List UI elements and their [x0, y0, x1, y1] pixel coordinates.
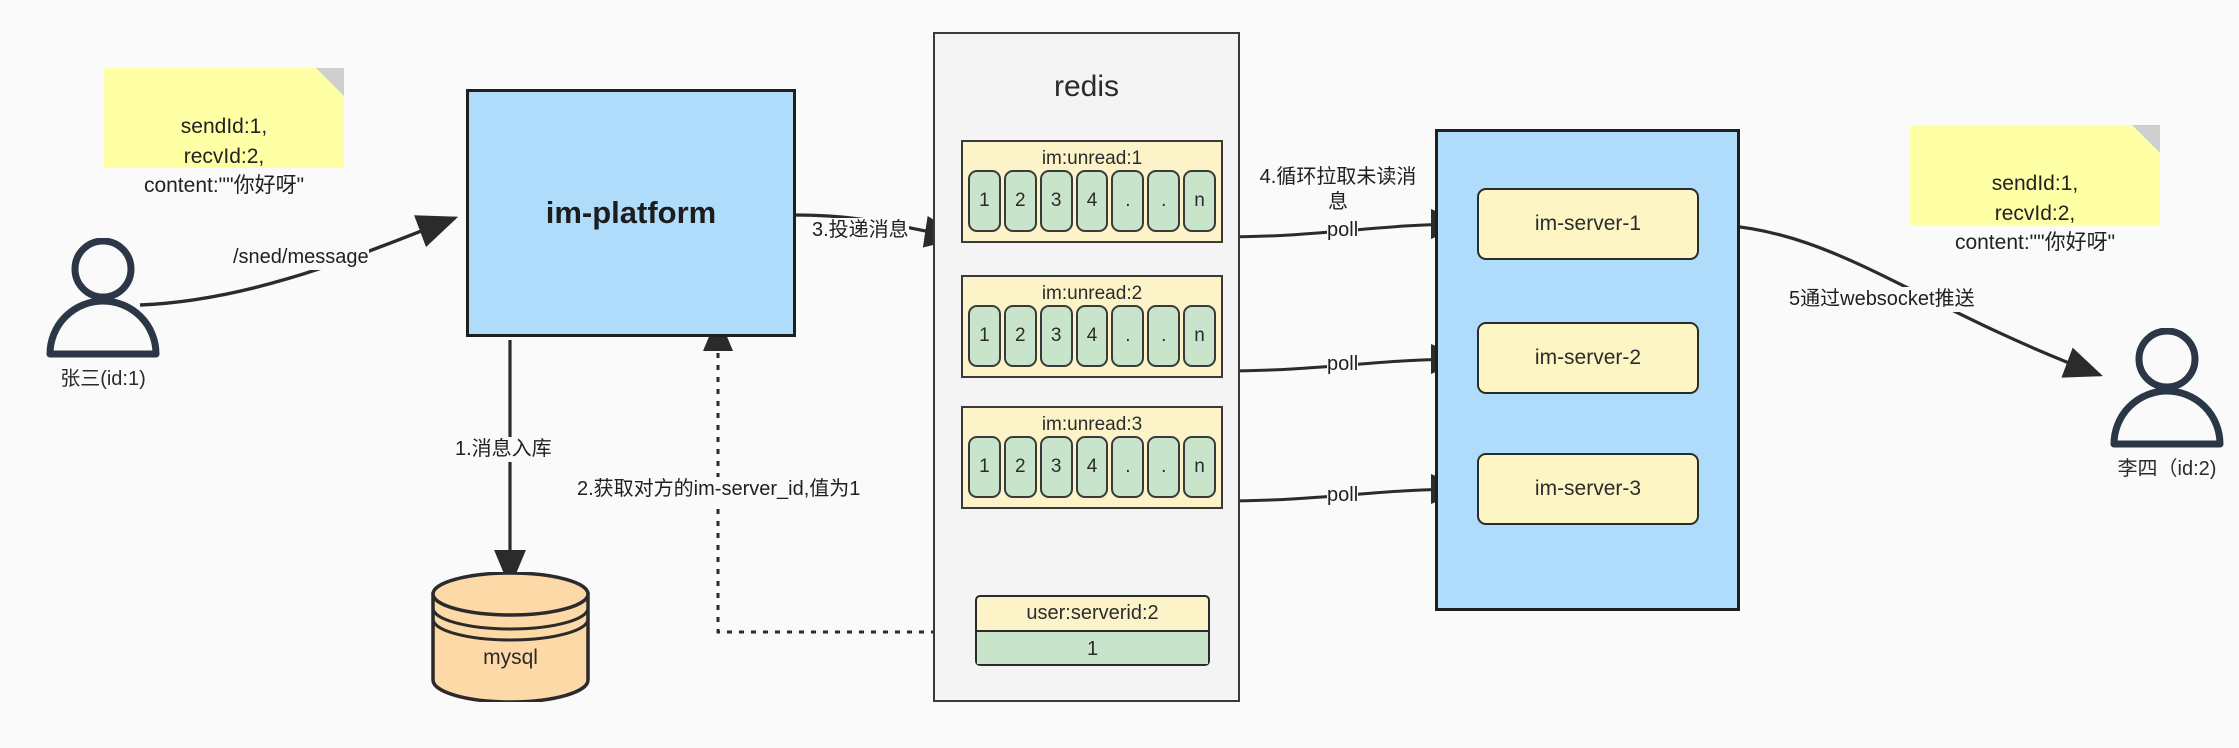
queue-cell[interactable]: 2 — [1003, 170, 1037, 232]
im-server-3-node[interactable]: im-server-3 — [1477, 453, 1699, 525]
edge-label-step1: 1.消息入库 — [455, 437, 552, 462]
mysql-label: mysql — [483, 646, 538, 669]
kv-key-label: user:serverid:2 — [1026, 602, 1159, 624]
im-platform-label: im-platform — [545, 195, 717, 230]
note-right: sendId:1, recvId:2, content:""你好呀" — [1910, 125, 2160, 254]
im-server-2-node[interactable]: im-server-2 — [1477, 322, 1699, 394]
edge-label-step5: 5通过websocket推送 — [1789, 287, 1975, 312]
note-left-text: sendId:1, recvId:2, content:""你好呀" — [143, 114, 305, 198]
queue-cell[interactable]: 1 — [968, 305, 1001, 367]
queue-cell[interactable]: n — [1183, 170, 1217, 232]
queue-cell[interactable]: 3 — [1039, 305, 1073, 367]
note-left: sendId:1, recvId:2, content:""你好呀" — [104, 68, 344, 197]
note-fold-icon — [2132, 125, 2160, 153]
queue-cell[interactable]: . — [1147, 305, 1181, 367]
mysql-database-icon[interactable]: mysql — [428, 572, 593, 702]
queue-cell[interactable]: 1 — [968, 170, 1001, 232]
queue-cell[interactable]: . — [1147, 170, 1181, 232]
queue-cell[interactable]: 2 — [1003, 436, 1037, 498]
edge-redis-to-platform-dotted — [703, 315, 960, 634]
queue-cell[interactable]: 4 — [1075, 436, 1109, 498]
queue-cell[interactable]: 3 — [1039, 170, 1073, 232]
queue-cell[interactable]: . — [1111, 305, 1145, 367]
queue-cell[interactable]: 4 — [1075, 170, 1109, 232]
queue-cell[interactable]: 2 — [1003, 305, 1037, 367]
im-platform-box[interactable]: im-platform — [466, 89, 796, 337]
queue-cells: 1 2 3 4 . . n — [963, 170, 1221, 237]
queue-cell[interactable]: 3 — [1039, 436, 1073, 498]
edge-label-poll-3: poll — [1327, 483, 1359, 508]
queue-key-label: im:unread:2 — [1041, 283, 1143, 304]
queue-cell[interactable]: n — [1183, 305, 1217, 367]
queue-key-label: im:unread:3 — [1041, 414, 1143, 435]
edge-label-step2: 2.获取对方的im-server_id,值为1 — [577, 477, 861, 502]
queue-key-label: im:unread:1 — [1041, 148, 1143, 169]
redis-queue-im-unread-3[interactable]: im:unread:3 1 2 3 4 . . n — [961, 406, 1223, 509]
queue-cells: 1 2 3 4 . . n — [963, 305, 1221, 372]
redis-queue-im-unread-1[interactable]: im:unread:1 1 2 3 4 . . n — [961, 140, 1223, 243]
note-right-text: sendId:1, recvId:2, content:""你好呀" — [1954, 171, 2116, 255]
im-server-1-node[interactable]: im-server-1 — [1477, 188, 1699, 260]
receiver-avatar-icon — [2110, 328, 2224, 448]
sender-label: 张三(id:1) — [60, 368, 146, 390]
queue-cell[interactable]: . — [1111, 170, 1145, 232]
redis-title: redis — [1053, 70, 1120, 103]
redis-kv-user-serverid[interactable]: user:serverid:2 1 — [975, 595, 1210, 666]
edge-label-step3: 3.投递消息 — [812, 218, 909, 243]
sender-avatar-icon — [46, 238, 160, 358]
queue-cell[interactable]: . — [1111, 436, 1145, 498]
edge-label-send-message: /sned/message — [233, 245, 369, 270]
kv-value-label: 1 — [977, 630, 1208, 664]
edge-label-poll-1: poll — [1327, 218, 1359, 243]
note-fold-icon — [316, 68, 344, 96]
queue-cell[interactable]: 1 — [968, 436, 1001, 498]
queue-cell[interactable]: 4 — [1075, 305, 1109, 367]
queue-cell[interactable]: n — [1183, 436, 1217, 498]
queue-cells: 1 2 3 4 . . n — [963, 436, 1221, 503]
queue-cell[interactable]: . — [1147, 436, 1181, 498]
receiver-label: 李四（id:2) — [2117, 458, 2217, 480]
redis-queue-im-unread-2[interactable]: im:unread:2 1 2 3 4 . . n — [961, 275, 1223, 378]
edge-label-step4: 4.循环拉取未读消 息 — [1258, 165, 1418, 215]
edge-label-poll-2: poll — [1327, 352, 1359, 377]
